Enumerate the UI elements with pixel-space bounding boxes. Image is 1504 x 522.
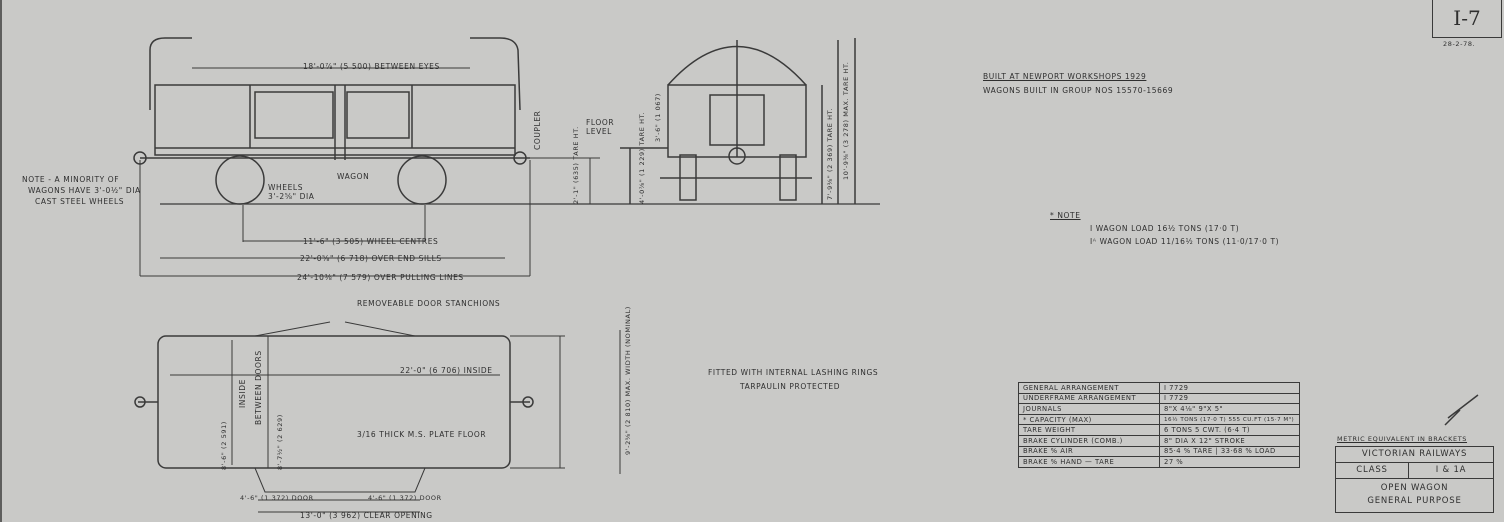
spec-value: 6 tons 5 cwt. (6·4 t) — [1159, 424, 1300, 436]
table-row: Underframe arrangementI 7729 — [1018, 392, 1300, 405]
side-view-dimensions — [139, 67, 600, 277]
dim-over-end-sills: 22'-0⅝" (6 718) Over end sills — [300, 254, 442, 263]
spec-value: I 7729 — [1159, 382, 1300, 394]
class-label: Class — [1336, 463, 1409, 478]
max-width-dim: 9'-2⅝" (2 810) Max. width (nominal) — [624, 306, 632, 455]
end-tare-ht-1: 4'-0⅞" (1 229) Tare ht. — [638, 111, 646, 204]
note-left-2: wagons have 3'-0½" Dia — [28, 186, 141, 195]
spec-label: Underframe arrangement — [1018, 392, 1160, 405]
door-1-dim: 4'-6" (1 372) Door — [240, 494, 314, 502]
metric-note: Metric equivalent in brackets — [1337, 435, 1468, 443]
load-note-line-2: Iᴬ wagon load 11/16½ tons (11·0/17·0 t) — [1090, 237, 1280, 246]
spec-value: 27 % — [1159, 456, 1300, 468]
spec-label: Brake cylinder (comb.) — [1018, 434, 1160, 447]
pen-mark — [1444, 394, 1479, 426]
load-note-line-1: I wagon load 16½ tons (17·0 t) — [1090, 224, 1240, 233]
dim-over-pulling-lines: 24'-10⅜" (7 579) Over pulling lines — [297, 273, 464, 282]
table-row: General arrangementI 7729 — [1018, 382, 1300, 394]
wagon-label: Wagon — [337, 172, 370, 181]
description-2: General purpose — [1367, 496, 1462, 506]
dim-between-eyes: 18'-0⅞" (5 500) Between eyes — [303, 62, 440, 71]
class-row: Class I & 1A — [1336, 463, 1493, 479]
stanchions-label: Removeable door stanchions — [357, 299, 501, 308]
spec-value: I 7729 — [1159, 392, 1300, 405]
wheels-label: Wheels 3'-2⅝" Dia — [268, 183, 315, 201]
floor-height-dim: 2'-1" (635) Tare ht. — [572, 126, 580, 204]
spec-label: Tare weight — [1018, 424, 1160, 436]
built-line-2: Wagons built in group Nos 15570-15669 — [983, 86, 1174, 95]
table-row: Brake % air85·4 % tare | 33·68 % load — [1018, 445, 1300, 458]
dim-wheel-centres: 11'-6" (3 505) Wheel centres — [303, 237, 439, 246]
plan-view-wagon — [134, 321, 621, 513]
load-note-label: * Note — [1050, 211, 1081, 220]
spec-value: 8" Dia x 12" stroke — [1159, 434, 1300, 447]
spec-label: Brake % air — [1018, 445, 1160, 458]
table-row: Tare weight6 tons 5 cwt. (6·4 t) — [1018, 424, 1300, 436]
inside-label: Inside — [238, 379, 247, 408]
table-row: Brake % hand — tare27 % — [1018, 456, 1300, 468]
end-max-tare-ht: 10'-9⅜" (3 278) Max. tare ht. — [842, 61, 850, 180]
floor-level-label: Floor level — [586, 118, 615, 136]
spec-value: 8"x 4⅛" 9"x 5" — [1159, 403, 1300, 415]
tarpaulin-note: Tarpaulin protected — [740, 382, 841, 391]
end-view-wagon — [620, 38, 856, 204]
width-inside-dim: 8'-6" (2 591) — [220, 421, 228, 470]
spec-label: Brake % hand — tare — [1018, 456, 1160, 468]
door-2-dim: 4'-6" (1 372) Door — [368, 494, 442, 502]
end-tare-ht-2: 7'-9⅜" (2 369) Tare ht. — [826, 107, 834, 200]
lashing-rings-note: Fitted with internal lashing rings — [708, 368, 879, 377]
spec-label: * Capacity (max) — [1018, 413, 1160, 426]
spec-value: 16½ tons (17·0 t) 555 cu.ft (15·7 m³) — [1159, 413, 1300, 426]
railway-name: Victorian Railways — [1336, 447, 1493, 463]
description-1: Open wagon — [1380, 483, 1449, 493]
title-block: Victorian Railways Class I & 1A Open wag… — [1335, 446, 1494, 513]
floor-dim: 3'-6" (1 067) — [654, 93, 662, 142]
spec-label: General arrangement — [1018, 382, 1160, 394]
spec-table: General arrangementI 7729 Underframe arr… — [1018, 382, 1300, 468]
table-row: Brake cylinder (comb.)8" Dia x 12" strok… — [1018, 434, 1300, 447]
dim-inside-length: 22'-0" (6 706) Inside — [400, 366, 493, 375]
spec-value: 85·4 % tare | 33·68 % load — [1159, 445, 1300, 458]
side-view-wagon — [133, 37, 880, 205]
clear-opening-dim: 13'-0" (3 962) Clear opening — [300, 511, 433, 520]
note-left-1: Note - A minority of — [22, 175, 120, 184]
between-doors-label: Between doors — [254, 350, 263, 425]
floor-plate-label: 3/16 thick M.S. plate floor — [357, 430, 487, 439]
width-doors-dim: 8'-7½" (2 629) — [276, 414, 284, 470]
table-row: Journals8"x 4⅛" 9"x 5" — [1018, 403, 1300, 415]
coupler-label: Coupler — [533, 110, 542, 150]
drawing-date: 28-2-78. — [1443, 40, 1476, 48]
built-line-1: Built at Newport Workshops 1929 — [983, 72, 1147, 81]
spec-label: Journals — [1018, 403, 1160, 415]
class-value: I & 1A — [1435, 465, 1467, 475]
drawing-number: I-7 — [1432, 0, 1502, 38]
note-left-3: cast steel wheels — [35, 197, 125, 206]
table-row: * Capacity (max)16½ tons (17·0 t) 555 cu… — [1018, 413, 1300, 426]
